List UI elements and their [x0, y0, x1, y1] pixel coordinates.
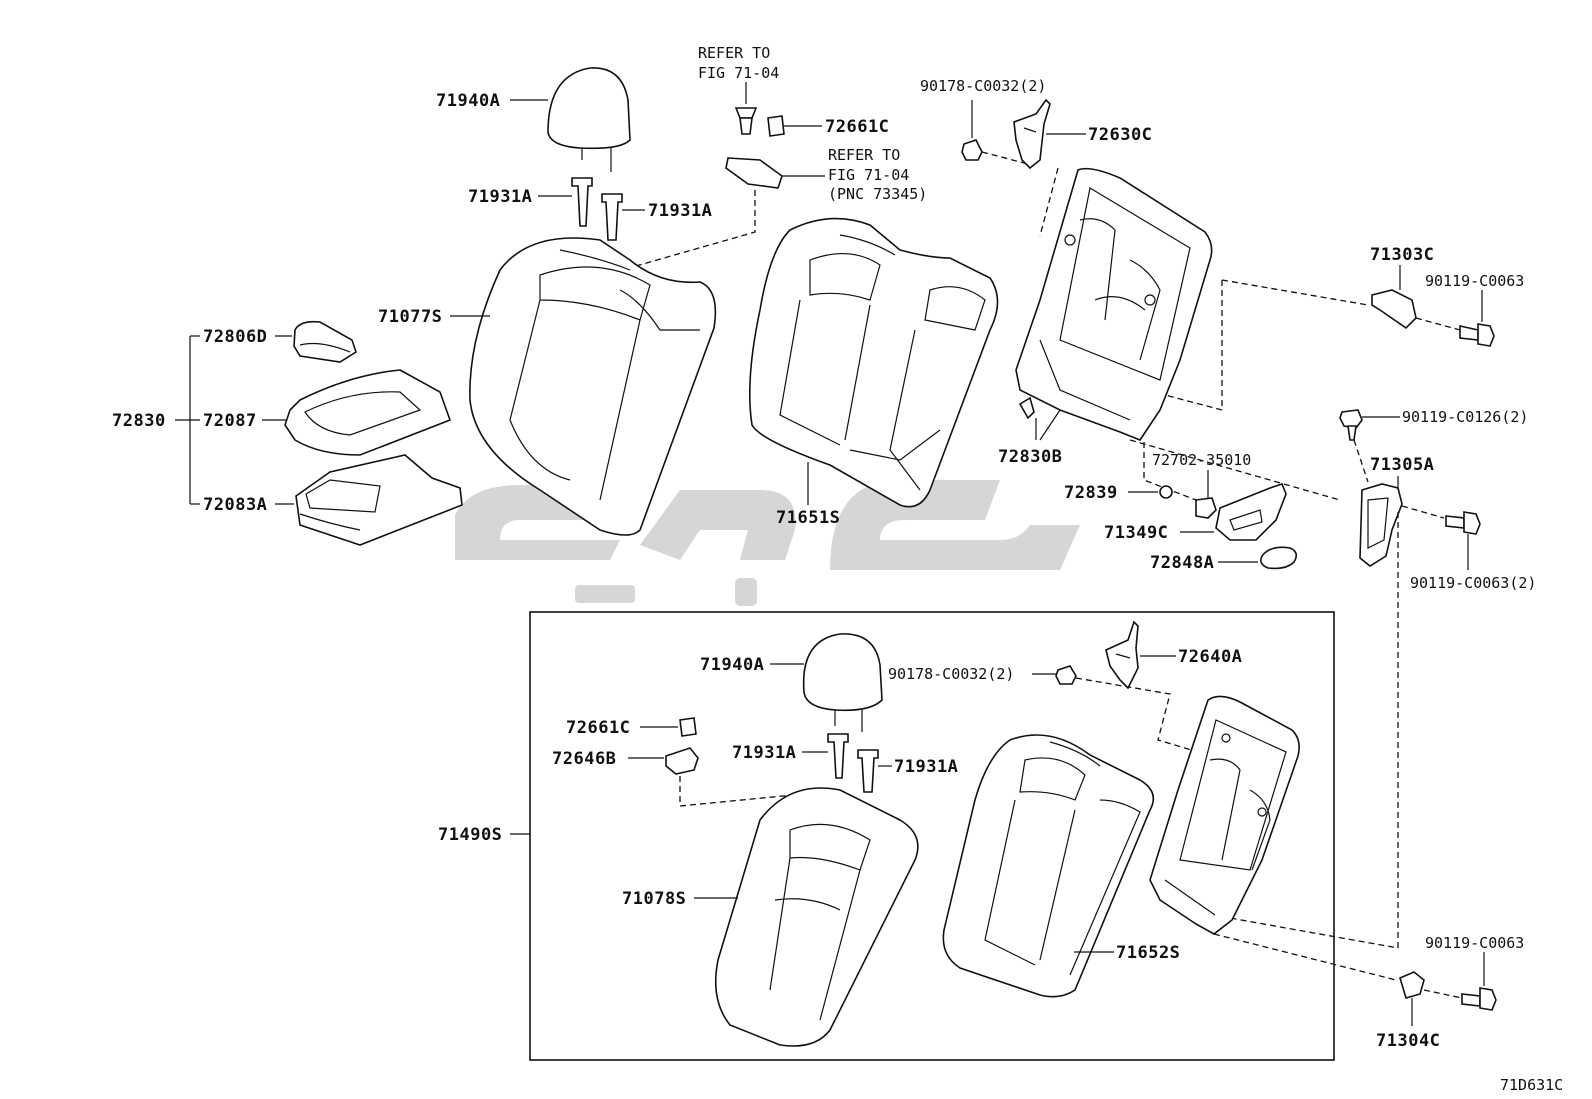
part-label-71940A: 71940A	[700, 655, 764, 675]
part-label-71931A: 71931A	[468, 187, 532, 207]
armrest-pad-72087[interactable]	[284, 369, 452, 456]
nut-90178-top[interactable]	[961, 139, 983, 161]
part-label-71305A: 71305A	[1370, 455, 1434, 475]
part-label-71931A: 71931A	[732, 743, 796, 763]
refer-fig-text-2b: FIG 71-04	[828, 166, 909, 184]
bush-72661C-bottom[interactable]	[679, 717, 697, 737]
part-label-72646B: 72646B	[552, 749, 616, 769]
bolt-90119-C0063-2[interactable]	[1445, 511, 1481, 535]
part-label-72640A: 72640A	[1178, 647, 1242, 667]
part-label-90178-C0032: 90178-C0032(2)	[920, 77, 1046, 95]
plug-72839[interactable]	[1159, 485, 1173, 499]
part-label-72083A: 72083A	[203, 495, 267, 515]
bolt-90119-C0126[interactable]	[1339, 409, 1363, 441]
part-label-90119-C0063-b: 90119-C0063	[1425, 934, 1524, 952]
refer-fig-text-1a: REFER TO	[698, 44, 770, 62]
part-label-71078S: 71078S	[622, 889, 686, 909]
headrest-71940A-top[interactable]	[547, 67, 631, 172]
headrest-71940A-bottom[interactable]	[802, 633, 883, 732]
hook-72830B[interactable]	[1018, 396, 1035, 420]
part-label-71652S: 71652S	[1116, 943, 1180, 963]
cover-72646B[interactable]	[665, 747, 699, 775]
watermark-logo	[455, 480, 1080, 606]
part-label-90178-C0032-bottom: 90178-C0032(2)	[888, 665, 1014, 683]
diagram-id: 71D631C	[1500, 1076, 1563, 1094]
bush-72661C[interactable]	[767, 115, 785, 137]
guide-pin-71931A-bottom-left[interactable]	[827, 733, 849, 779]
hook-72640A[interactable]	[1105, 620, 1139, 690]
refer-fig-text-2c: (PNC 73345)	[828, 185, 927, 203]
part-label-90119-C0063-2: 90119-C0063(2)	[1410, 574, 1536, 592]
part-label-71490S: 71490S	[438, 825, 502, 845]
cup-holder-72806D[interactable]	[293, 320, 357, 363]
guide-pin-71931A-right[interactable]	[601, 193, 623, 241]
seatback-pad-71652S[interactable]	[942, 734, 1155, 998]
part-label-71349C: 71349C	[1104, 523, 1168, 543]
hook-72630C[interactable]	[1013, 98, 1051, 170]
seatback-pad-71651S[interactable]	[749, 217, 999, 508]
part-label-90119-C0126: 90119-C0126(2)	[1402, 408, 1528, 426]
clip-refer-icon[interactable]	[734, 82, 758, 135]
part-label-71931A: 71931A	[648, 201, 712, 221]
part-label-72830: 72830	[112, 411, 166, 431]
part-label-71931A: 71931A	[894, 757, 958, 777]
bolt-72702-35010[interactable]	[1195, 497, 1217, 519]
grommet-72848A[interactable]	[1260, 546, 1298, 570]
bolt-90119-C0063-b[interactable]	[1461, 987, 1497, 1011]
assembly-box-71490S	[529, 611, 1335, 1061]
part-label-72630C: 72630C	[1088, 125, 1152, 145]
guide-pin-71931A-bottom-right[interactable]	[857, 749, 879, 793]
seatback-frame-top[interactable]	[1015, 167, 1213, 441]
part-label-72830B: 72830B	[998, 447, 1062, 467]
part-label-72087: 72087	[203, 411, 257, 431]
part-label-71303C: 71303C	[1370, 245, 1434, 265]
part-label-72661C: 72661C	[825, 117, 889, 137]
part-label-71651S: 71651S	[776, 508, 840, 528]
part-label-71940A: 71940A	[436, 91, 500, 111]
refer-fig-text-2a: REFER TO	[828, 146, 900, 164]
bracket-71349C[interactable]	[1215, 483, 1287, 541]
part-label-72702-35010: 72702-35010	[1152, 451, 1251, 469]
seatback-frame-bottom[interactable]	[1149, 695, 1300, 935]
nut-90178-bottom[interactable]	[1055, 665, 1077, 685]
lock-71305A[interactable]	[1359, 483, 1403, 567]
part-label-72839: 72839	[1064, 483, 1118, 503]
refer-fig-text-1b: FIG 71-04	[698, 64, 779, 82]
guide-pin-71931A-left[interactable]	[571, 177, 593, 227]
part-label-72848A: 72848A	[1150, 553, 1214, 573]
bolt-90119-C0063-a[interactable]	[1459, 323, 1495, 347]
armrest-base-72083A[interactable]	[295, 454, 463, 546]
hinge-71304C[interactable]	[1399, 971, 1425, 999]
seatback-cover-71077S[interactable]	[469, 237, 717, 536]
part-label-72661C: 72661C	[566, 718, 630, 738]
bracket-71303C[interactable]	[1371, 289, 1417, 330]
part-label-90119-C0063: 90119-C0063	[1425, 272, 1524, 290]
part-label-71304C: 71304C	[1376, 1031, 1440, 1051]
cover-73345[interactable]	[725, 157, 783, 189]
seatback-cover-71078S[interactable]	[714, 787, 919, 1047]
part-label-71077S: 71077S	[378, 307, 442, 327]
part-label-72806D: 72806D	[203, 327, 267, 347]
